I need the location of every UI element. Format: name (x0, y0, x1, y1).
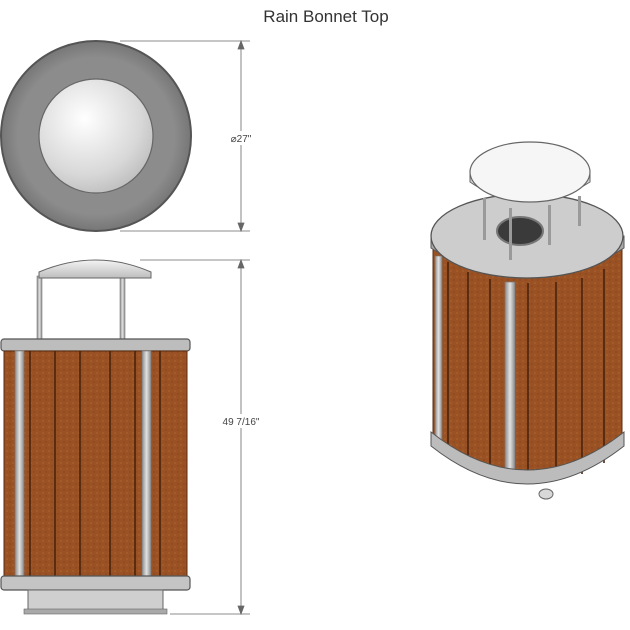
front-view (0, 259, 191, 615)
iso-steel-post-front (504, 281, 516, 481)
drawing-title: Rain Bonnet Top (263, 7, 388, 26)
front-steel-post-right (141, 350, 152, 578)
iso-rain-bonnet-top (469, 141, 591, 203)
front-wood-body (3, 350, 188, 578)
height-label: 49 7/16" (223, 417, 260, 428)
iso-steel-post-left (434, 255, 443, 449)
top-view (0, 40, 192, 232)
front-bottom-band (0, 575, 191, 591)
front-top-lid (0, 338, 191, 352)
rain-bonnet-dome (38, 259, 152, 279)
bonnet-support-right (119, 275, 126, 343)
iso-bottom-band (430, 430, 625, 485)
top-view-rain-bonnet (38, 78, 154, 194)
front-steel-post-left (14, 350, 25, 578)
isometric-view (430, 141, 625, 500)
iso-lid-opening (496, 216, 544, 246)
height-dimension (140, 258, 250, 616)
diameter-label: ⌀27" (231, 134, 252, 145)
bonnet-support-left (36, 275, 43, 343)
iso-foot (538, 488, 554, 500)
